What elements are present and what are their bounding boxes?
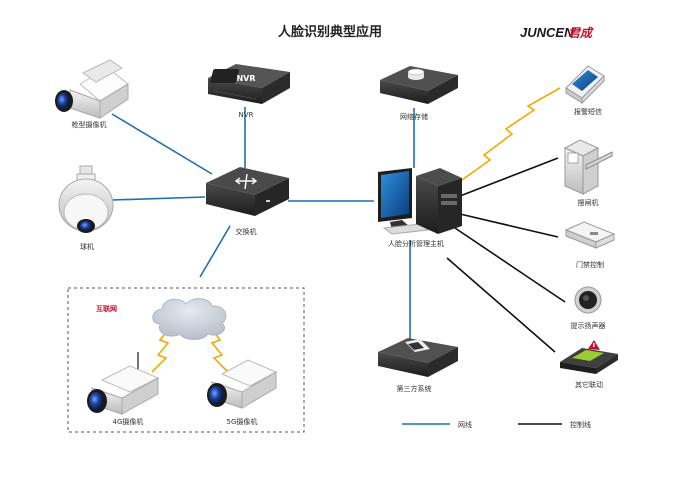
legend-control-label: 控制线 xyxy=(570,420,591,429)
legend: 网线 控制线 xyxy=(402,420,591,429)
legend-network-label: 网线 xyxy=(458,420,472,429)
page-title: 人脸识别典型应用 xyxy=(278,24,382,40)
sms-phone-icon xyxy=(565,65,605,105)
label-switch: 交换机 xyxy=(236,227,257,236)
control-lines xyxy=(446,157,566,353)
line-host-door xyxy=(459,213,559,238)
speaker-icon xyxy=(574,286,602,314)
brand-chinese: 君成 xyxy=(568,26,594,40)
label-turnstile: 摆闸机 xyxy=(578,198,599,207)
line-switch-remote xyxy=(199,225,231,278)
door-controller-icon xyxy=(564,221,616,249)
label-nvr: NVR xyxy=(239,111,254,119)
label-camera-4g: 4G摄像机 xyxy=(113,417,144,426)
network-lines xyxy=(111,107,415,345)
remote-area xyxy=(67,287,305,433)
wireless-links xyxy=(151,87,561,373)
label-face-host: 人脸分析管理主机 xyxy=(388,239,444,248)
label-third-party: 第三方系统 xyxy=(397,384,432,393)
face-host-icon xyxy=(378,168,462,235)
camera-4g-icon xyxy=(87,352,160,415)
line-host-other xyxy=(446,257,556,353)
storage-icon xyxy=(380,66,458,104)
brand-latin: JUNCEN xyxy=(520,25,574,40)
line-host-turnstile xyxy=(459,157,559,197)
line-host-speaker xyxy=(454,227,566,303)
label-internet: 互联网 xyxy=(96,304,117,313)
dome-camera-icon xyxy=(58,165,114,233)
label-sms-alarm: 报警短信 xyxy=(574,107,602,116)
label-box-camera: 枪型摄像机 xyxy=(72,120,107,129)
line-dome-switch xyxy=(111,196,206,201)
cloud-icon xyxy=(152,298,227,341)
third-party-icon xyxy=(378,338,458,377)
brand-logo: JUNCEN 君成 xyxy=(520,25,594,40)
label-door-control: 门禁控制 xyxy=(576,260,604,269)
label-other-linkage: 其它联动 xyxy=(575,380,603,389)
nvr-icon: NVR xyxy=(208,64,290,104)
label-storage: 网络存储 xyxy=(400,112,428,121)
wireless-cloud-5g xyxy=(210,329,229,373)
other-linkage-icon xyxy=(560,340,618,374)
switch-icon xyxy=(206,167,289,216)
label-dome-camera: 球机 xyxy=(80,242,94,251)
line-box-camera-switch xyxy=(111,113,213,175)
wireless-cloud-4g xyxy=(151,329,170,373)
label-speaker: 提示扬声器 xyxy=(571,321,606,330)
label-camera-5g: 5G摄像机 xyxy=(227,417,258,426)
nvr-badge: NVR xyxy=(236,74,255,83)
box-camera-icon xyxy=(55,59,129,119)
wireless-host-sms xyxy=(461,87,561,181)
turnstile-icon xyxy=(563,139,613,195)
camera-5g-icon xyxy=(207,359,278,409)
